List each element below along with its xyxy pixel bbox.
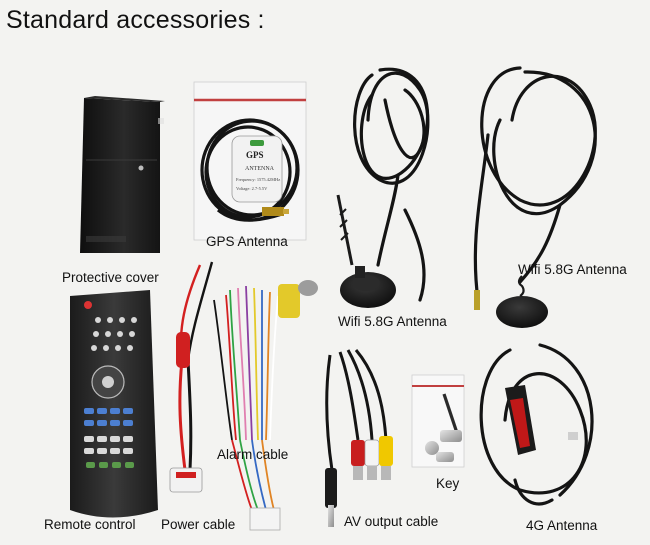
label-4g-antenna: 4G Antenna (526, 518, 598, 533)
alarm-cable (213, 285, 279, 511)
label-gps-antenna: GPS Antenna (206, 234, 288, 249)
gps-pack-frequency: Frequency: 1575.42MHz (236, 177, 280, 182)
label-av-output-cable: AV output cable (344, 514, 439, 529)
gps-pack-voltage: Voltage: 2.7-5.5V (236, 186, 268, 191)
label-wifi-antenna-left: Wifi 5.8G Antenna (338, 314, 447, 329)
label-remote-control: Remote control (44, 517, 136, 532)
label-protective-cover: Protective cover (62, 270, 159, 285)
protective-cover (80, 96, 165, 253)
label-wifi-antenna-right: Wifi 5.8G Antenna (518, 262, 627, 277)
gps-pack-brand: GPS (246, 150, 264, 160)
wifi-antenna-right (473, 66, 597, 328)
wifi-antenna-left (336, 67, 430, 308)
remote-control (70, 290, 158, 518)
label-alarm-cable: Alarm cable (217, 447, 289, 462)
key (411, 374, 465, 468)
antenna-4g (479, 343, 594, 506)
label-power-cable: Power cable (161, 517, 236, 532)
alarm-yellow-plug (278, 284, 300, 318)
gps-pack-type: ANTENNA (245, 166, 275, 172)
av-output-cable (325, 349, 393, 527)
gps-antenna (193, 81, 307, 241)
power-cable (169, 261, 214, 493)
label-key: Key (436, 476, 460, 491)
page-title: Standard accessories : (6, 6, 265, 34)
alarm-connector (249, 507, 281, 531)
alarm-bnc (298, 280, 318, 296)
